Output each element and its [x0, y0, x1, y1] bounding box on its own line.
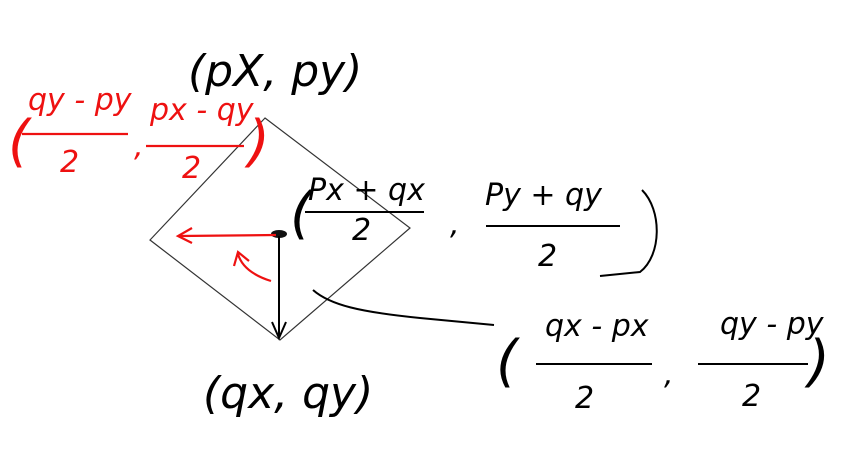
rotated-x-numerator: qy - py	[28, 83, 133, 118]
svg-text:(: (	[290, 181, 314, 246]
midpoint-comma: ,	[450, 207, 460, 242]
lower-x-denominator: 2	[575, 381, 594, 416]
rotated-vector-label: ( qy - py 2 , px - qy 2 )	[8, 83, 270, 186]
midpoint-y-numerator: Py + qy	[485, 178, 603, 213]
q-point-label: (qx, qy)	[203, 368, 373, 419]
lower-x-numerator: qx - px	[545, 309, 649, 344]
rotated-comma: ,	[134, 129, 144, 164]
midpoint-x-numerator: Px + qx	[308, 173, 425, 208]
rotated-square	[149, 117, 411, 341]
midpoint-x-denominator: 2	[352, 213, 371, 248]
svg-text:(: (	[8, 109, 32, 174]
rotation-mark	[232, 250, 272, 283]
svg-text:(: (	[496, 329, 520, 394]
midpoint-label: ( Px + qx 2 , Py + qy 2	[290, 173, 658, 277]
rotated-y-denominator: 2	[182, 151, 201, 186]
lower-comma: ,	[664, 357, 674, 392]
left-vector-arrow	[175, 227, 277, 244]
rotated-x-denominator: 2	[60, 145, 79, 180]
p-point-label: (pX, py)	[188, 46, 362, 97]
lower-y-denominator: 2	[742, 379, 761, 414]
connector-curve	[312, 289, 495, 326]
lower-vector-label: ( qx - px 2 , qy - py 2 )	[496, 307, 830, 416]
lower-y-numerator: qy - py	[720, 307, 825, 342]
down-vector-arrow	[271, 236, 287, 341]
svg-text:): )	[244, 109, 270, 174]
midpoint-y-denominator: 2	[538, 239, 557, 274]
svg-text:): )	[804, 329, 830, 394]
rotated-y-numerator: px - qy	[149, 93, 255, 128]
